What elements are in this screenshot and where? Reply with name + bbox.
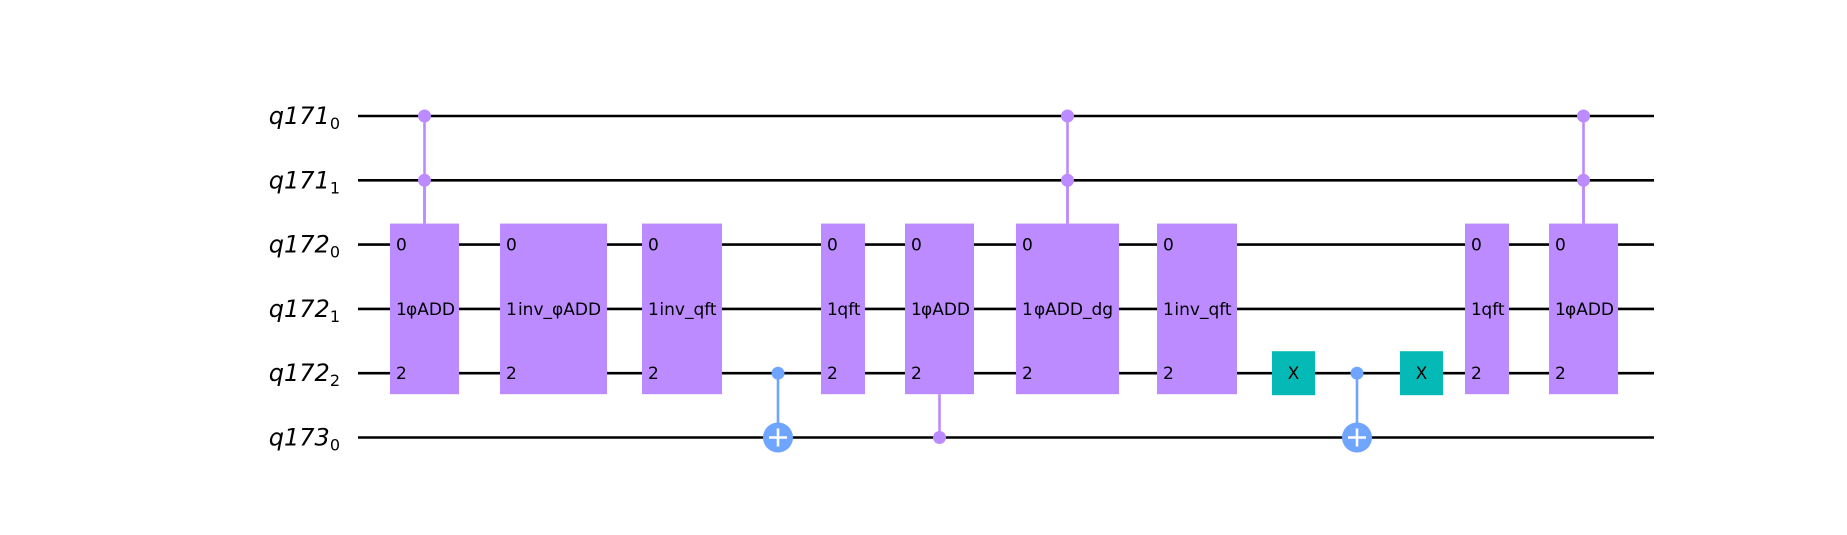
- x-gate-label: X: [1288, 364, 1300, 384]
- gate-multi: 0 1 2 φADD: [1549, 109, 1618, 395]
- gate-port-label: 2: [1471, 364, 1482, 384]
- gate-label: inv_qft: [659, 300, 717, 320]
- gate-port-label: 1: [1555, 300, 1566, 320]
- qubit-name: q172: [269, 359, 330, 387]
- gate-port-label: 2: [1163, 364, 1174, 384]
- gate-cx: [1342, 366, 1372, 453]
- gate-port-label: 0: [396, 236, 407, 256]
- gate-port-label: 0: [1471, 236, 1482, 256]
- gate-multi: 0 1 2 qft: [1465, 223, 1509, 395]
- gate-label: φADD: [1565, 300, 1614, 320]
- control-dot: [1577, 109, 1590, 123]
- qubit-index: 0: [330, 436, 340, 455]
- x-gate-label: X: [1416, 364, 1428, 384]
- gate-label: qft: [1481, 300, 1504, 320]
- gate-box: [1157, 223, 1237, 395]
- qubit-name: q171: [269, 102, 330, 130]
- gate-port-label: 0: [506, 236, 517, 256]
- qubit-label: q1721: [269, 295, 340, 326]
- gate-port-label: 2: [1022, 364, 1033, 384]
- gate-port-label: 0: [827, 236, 838, 256]
- gate-port-label: 1: [1471, 300, 1482, 320]
- gate-label: φADD: [406, 300, 455, 320]
- gate-port-label: 0: [1163, 236, 1174, 256]
- gate-port-label: 2: [1555, 364, 1566, 384]
- qubit-index: 1: [330, 178, 340, 197]
- gate-port-label: 1: [911, 300, 922, 320]
- control-dot: [418, 109, 431, 123]
- gate-port-label: 0: [1022, 236, 1033, 256]
- gate-label: inv_φADD: [518, 300, 601, 320]
- gate-port-label: 1: [1022, 300, 1033, 320]
- gate-port-label: 1: [506, 300, 517, 320]
- qubit-name: q172: [269, 231, 330, 259]
- gate-port-label: 1: [648, 300, 659, 320]
- gate-box: [390, 223, 459, 395]
- control-dot: [1350, 366, 1364, 380]
- gate-port-label: 2: [911, 364, 922, 384]
- gate-multi: 0 1 2 φADD: [390, 109, 459, 395]
- gate-port-label: 2: [506, 364, 517, 384]
- qubit-name: q171: [269, 166, 330, 194]
- gate-box: [500, 223, 607, 395]
- gate-box: [642, 223, 722, 395]
- qubit-index: 0: [330, 114, 340, 133]
- gate-label: φADD: [921, 300, 970, 320]
- qubit-name: q172: [269, 295, 330, 323]
- gate-port-label: 0: [1555, 236, 1566, 256]
- gate-multi: 0 1 2 inv_qft: [642, 223, 722, 395]
- control-dot: [1061, 173, 1074, 187]
- gate-multi: 0 1 2 qft: [821, 223, 865, 395]
- x-gate-box: [1272, 351, 1315, 396]
- control-dot: [771, 366, 785, 380]
- gate-port-label: 1: [827, 300, 838, 320]
- gate-box: [1465, 223, 1509, 395]
- gate-box: [821, 223, 865, 395]
- gate-port-label: 2: [827, 364, 838, 384]
- qubit-label: q1730: [269, 424, 340, 455]
- qubit-index: 2: [330, 371, 340, 390]
- control-dot: [1061, 109, 1074, 123]
- qubit-index: 0: [330, 243, 340, 262]
- qubit-label: q1722: [269, 359, 340, 390]
- gate-box: [905, 223, 974, 395]
- gate-x: X: [1400, 351, 1443, 396]
- control-dot: [418, 173, 431, 187]
- gate-label: qft: [837, 300, 860, 320]
- gate-port-label: 1: [1163, 300, 1174, 320]
- gate-port-label: 2: [396, 364, 407, 384]
- gate-multi: 0 1 2 φADD_dg: [1016, 109, 1119, 395]
- gate-port-label: 1: [396, 300, 407, 320]
- gate-multi: 0 1 2 inv_φADD: [500, 223, 607, 395]
- gate-port-label: 0: [648, 236, 659, 256]
- qubit-label: q1710: [269, 102, 340, 133]
- gate-port-label: 2: [648, 364, 659, 384]
- qubit-name: q173: [269, 424, 330, 452]
- qubit-label: q1711: [269, 166, 340, 197]
- gate-x: X: [1272, 351, 1315, 396]
- gate-label: inv_qft: [1174, 300, 1232, 320]
- gate-port-label: 0: [911, 236, 922, 256]
- qubit-index: 1: [330, 307, 340, 326]
- gate-cx: [763, 366, 793, 453]
- x-gate-box: [1400, 351, 1443, 396]
- gate-box: [1016, 223, 1119, 395]
- gate-multi: 0 1 2 φADD: [905, 223, 974, 444]
- control-dot: [933, 431, 946, 444]
- gate-box: [1549, 223, 1618, 395]
- qubit-label: q1720: [269, 231, 340, 262]
- control-dot: [1577, 173, 1590, 187]
- gate-multi: 0 1 2 inv_qft: [1157, 223, 1237, 395]
- gate-label: φADD_dg: [1034, 300, 1113, 320]
